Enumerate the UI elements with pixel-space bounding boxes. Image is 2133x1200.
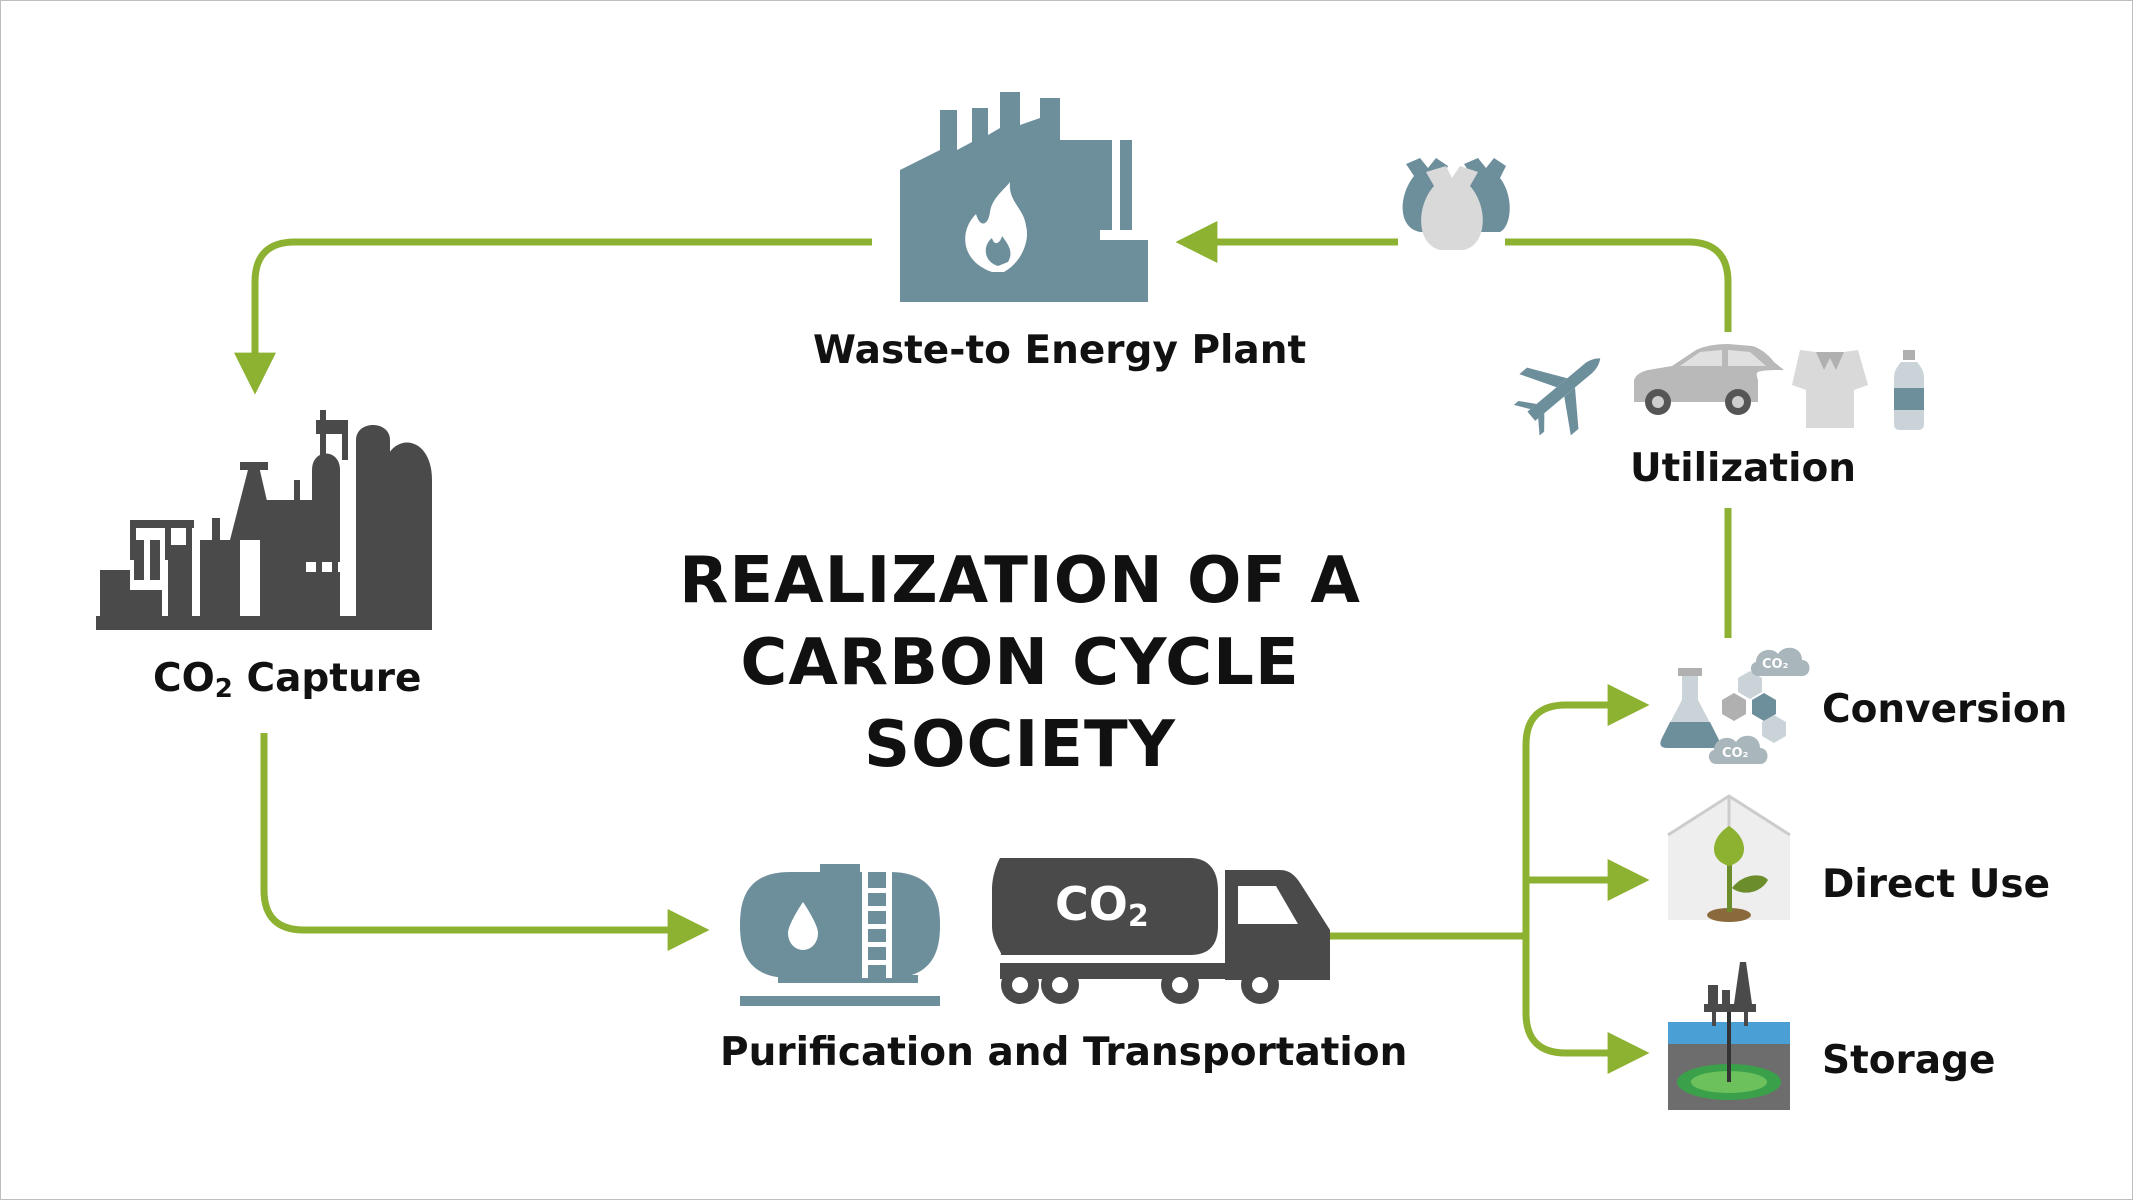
- title-line-2: CARBON CYCLE SOCIETY: [740, 626, 1300, 782]
- diagram-title: REALIZATION OF A CARBON CYCLE SOCIETY: [620, 540, 1420, 786]
- title-line-1: REALIZATION OF A: [679, 544, 1361, 618]
- branch-to-direct-use: [1522, 745, 1650, 1074]
- waste-to-energy-plant-label: Waste-to Energy Plant: [813, 328, 1307, 373]
- utilization-label: Utilization: [1630, 446, 1857, 491]
- garbage-bags-icon: [1402, 158, 1510, 250]
- truck-co2-label: CO2: [1055, 877, 1149, 934]
- refinery-windows: [306, 562, 348, 572]
- conversion-label: Conversion: [1822, 687, 2068, 732]
- refinery-icon: [96, 410, 432, 630]
- storage-tank-icon: [740, 864, 940, 1006]
- co2-capture-subscript: 2: [214, 674, 233, 704]
- co2-truck-icon: CO2: [992, 858, 1330, 1004]
- car-icon: [1634, 344, 1784, 415]
- purification-transportation-label: Purification and Transportation: [720, 1030, 1408, 1075]
- greenhouse-icon: [1667, 794, 1791, 922]
- shirt-icon: [1792, 350, 1868, 428]
- bottle-icon: [1894, 350, 1924, 430]
- co2-capture-prefix: CO: [153, 656, 215, 701]
- conversion-icon: CO₂ CO₂: [1660, 647, 1810, 764]
- flow-arrows: [234, 221, 1732, 1074]
- co2-capture-suffix: Capture: [232, 656, 422, 701]
- arrow-capture-to-purification: [260, 733, 710, 951]
- arrow-plant-to-capture: [234, 238, 872, 395]
- co2-capture-label: CO2 Capture: [153, 656, 422, 702]
- cloud-co2-label-top: CO₂: [1762, 657, 1788, 672]
- cloud-co2-label-bottom: CO₂: [1722, 746, 1748, 761]
- branch-trunk: [1522, 684, 1650, 746]
- direct-use-label: Direct Use: [1822, 862, 2051, 907]
- arrow-utilization-to-waste: [1505, 238, 1732, 332]
- airplane-icon: [1513, 358, 1601, 436]
- storage-label: Storage: [1822, 1038, 1996, 1083]
- offshore-storage-icon: [1668, 962, 1790, 1110]
- factory-icon: [900, 92, 1148, 302]
